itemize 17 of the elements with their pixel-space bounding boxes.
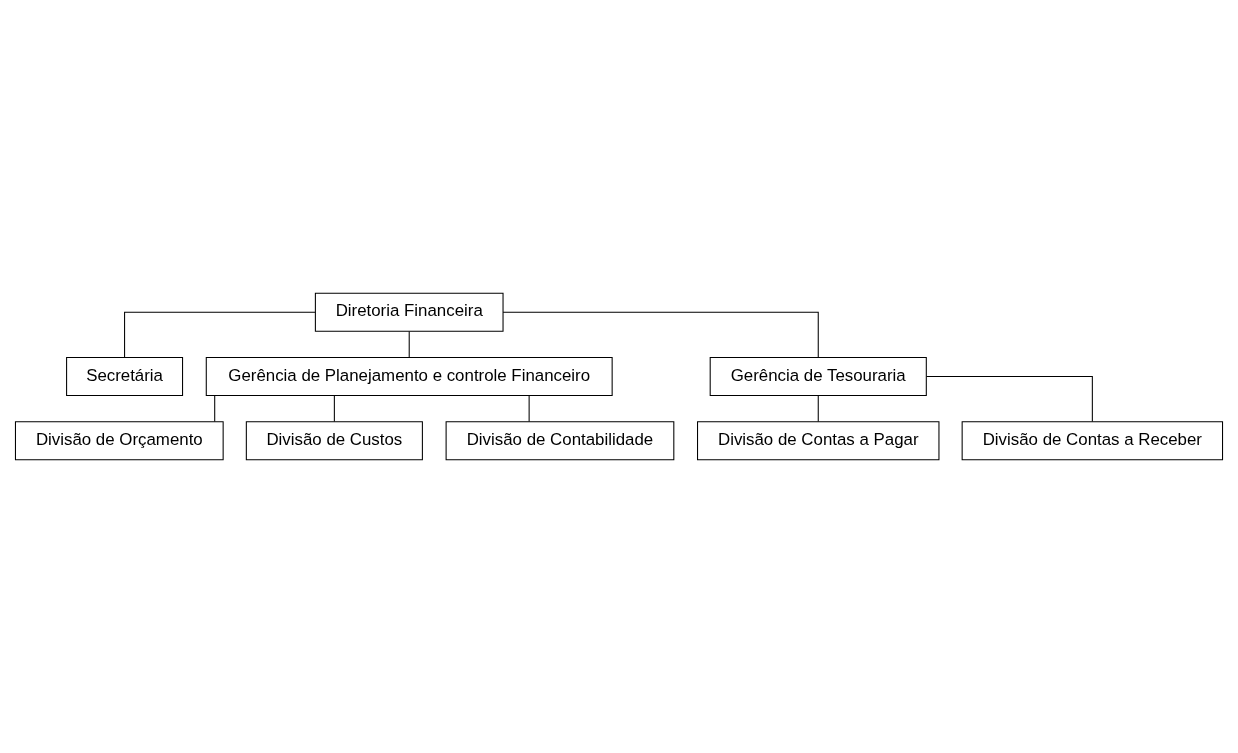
node-box: Gerência de Planejamento e controle Financeiro <box>205 357 613 396</box>
connector <box>528 395 530 423</box>
node-box: Secretária <box>66 357 184 396</box>
connector <box>333 395 335 423</box>
connector <box>124 311 316 358</box>
node-box: Divisão de Custos <box>245 421 423 461</box>
connector <box>817 395 819 423</box>
connector <box>408 330 410 358</box>
connector <box>926 375 1093 423</box>
node-box: Divisão de Contas a Pagar <box>697 421 940 461</box>
node-box: Divisão de Contas a Receber <box>961 421 1224 461</box>
connector <box>502 311 819 358</box>
node-box: Divisão de Contabilidade <box>445 421 675 461</box>
node-box: Gerência de Tesouraria <box>709 357 927 396</box>
node-box: Divisão de Orçamento <box>14 421 224 461</box>
node-box: Diretoria Financeira <box>314 292 504 332</box>
connector <box>214 395 216 423</box>
